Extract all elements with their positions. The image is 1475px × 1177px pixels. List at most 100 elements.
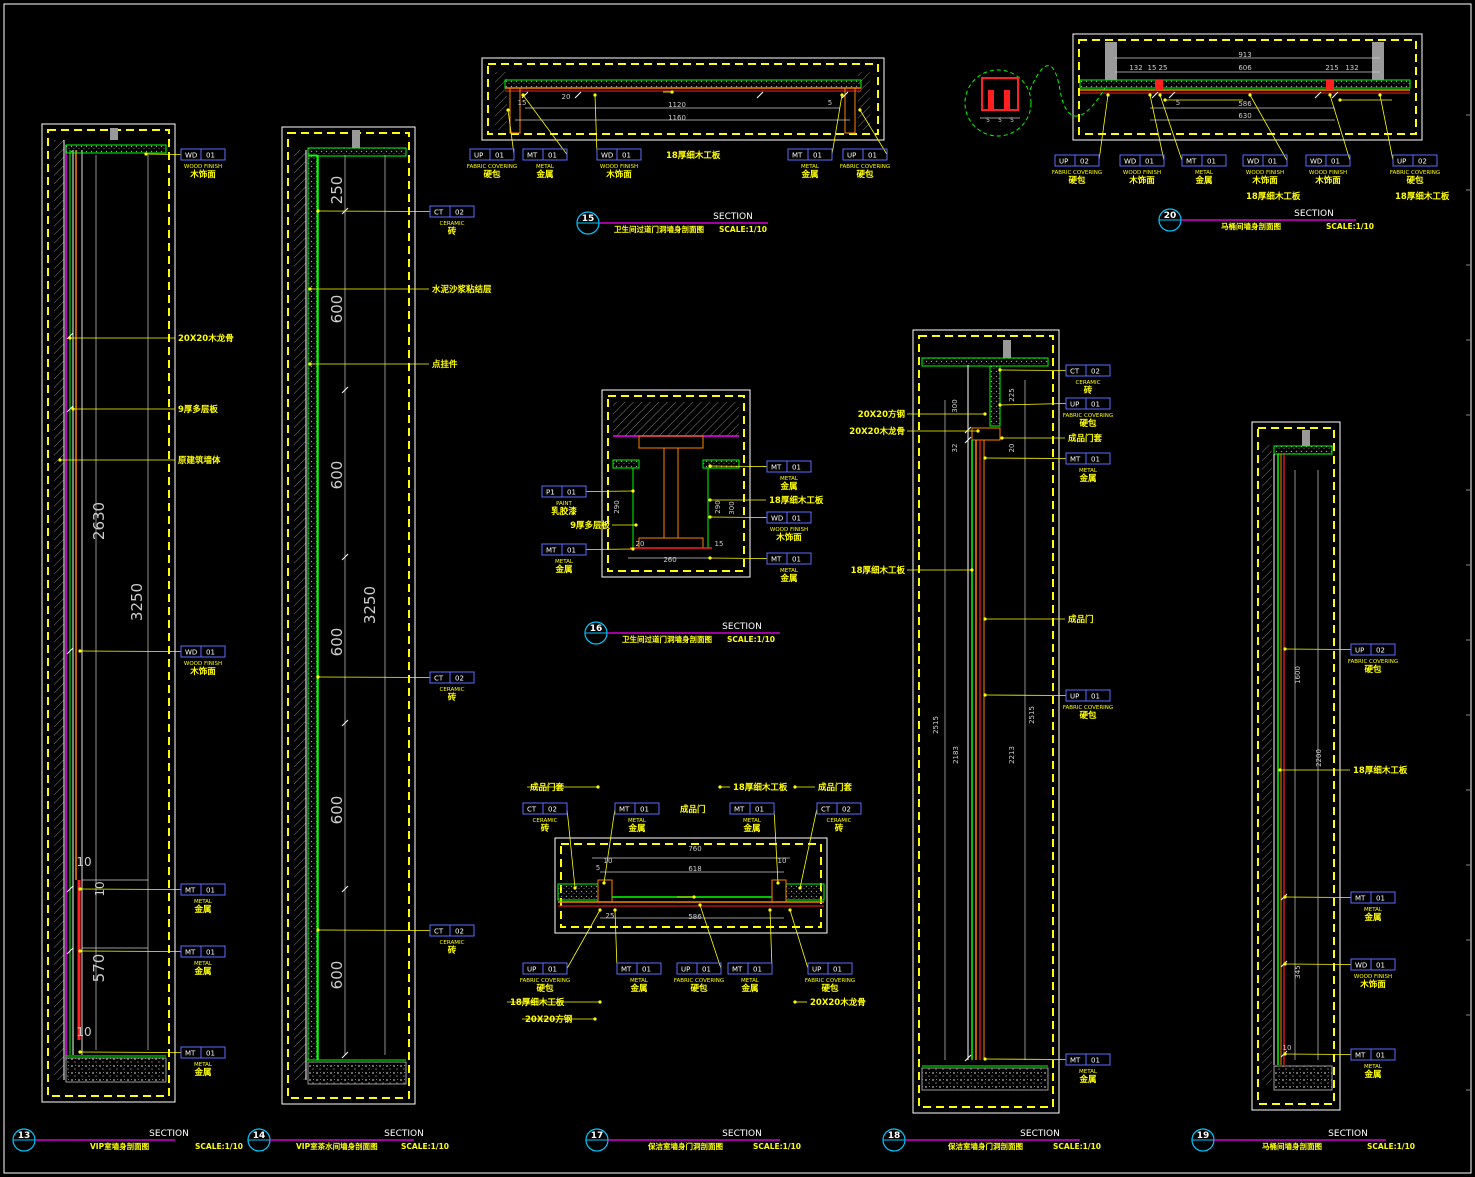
dimension-s15-0: 1120 [668, 101, 686, 109]
tag-code: MT [621, 966, 632, 974]
note-n8: 成品门 [1068, 614, 1094, 625]
dimension-s20-8: 215 [1325, 64, 1338, 72]
dimension-s17-4: 10 [778, 857, 787, 865]
sheet-ruler [1466, 114, 1471, 1091]
tag-code: UP [1059, 158, 1068, 166]
dimension-s13-4: 570 [90, 954, 108, 983]
tag-material-en: WOOD FINISH [184, 164, 222, 170]
note-n6: 18厚细木工板 [666, 150, 721, 161]
dimension-s18-7: 32 [951, 444, 959, 453]
tag-code: CT [1070, 368, 1080, 376]
tag-code: WD [771, 515, 783, 523]
tag-material-cn: 金属 [740, 983, 758, 994]
tag-number: 02 [455, 928, 464, 936]
tag-code: MT [1355, 895, 1366, 903]
dimension-s20-0: 913 [1238, 51, 1251, 59]
tag-material-en: PAINT [556, 501, 572, 507]
tag-material-cn: 金属 [554, 564, 572, 575]
dimension-s20-10: 5 [986, 117, 990, 124]
tag-material-en: CERAMIC [827, 818, 852, 824]
tag-number: 02 [1080, 158, 1089, 166]
tag-number: 01 [792, 556, 801, 564]
tag-material-cn: 硬包 [1364, 664, 1382, 675]
note-n7: 成品门套 [530, 782, 565, 793]
tag-number: 01 [1268, 158, 1277, 166]
section-16-drawing [601, 389, 751, 578]
tag-material-en: METAL [555, 559, 574, 565]
note-n1: 20X20木龙骨 [178, 333, 234, 344]
tag-number: 01 [1207, 158, 1216, 166]
note-n2: 9厚多层板 [178, 404, 218, 415]
note-n6: 18厚细木工板 [510, 997, 565, 1008]
dimension-s13-5: 10 [76, 1025, 91, 1039]
section-title: 马桶间墙身剖面图 [1262, 1141, 1322, 1151]
section-title: 卫生间过道门洞墙身剖面图 [622, 634, 712, 644]
tag-code: MT [1355, 1052, 1366, 1060]
tag-material-cn: 木饰面 [1359, 979, 1386, 990]
tag-material-en: METAL [194, 1062, 213, 1068]
tag-number: 01 [567, 489, 576, 497]
section-scale: SCALE:1/10 [753, 1142, 801, 1151]
tag-material-cn: 乳胶漆 [551, 506, 577, 517]
tag-code: UP [847, 152, 856, 160]
tag-number: 01 [755, 806, 764, 814]
tag-code: MT [546, 547, 557, 555]
tag-number: 01 [642, 966, 651, 974]
tag-material-cn: 金属 [1363, 1069, 1381, 1080]
tag-material-cn: 金属 [800, 169, 818, 180]
note-n9: 20X20方钢 [525, 1014, 573, 1025]
tag-number: 01 [548, 966, 557, 974]
tag-number: 01 [206, 1050, 215, 1058]
note-n6: 18厚细木工板 [851, 565, 906, 576]
tag-material-en: METAL [1079, 1069, 1098, 1075]
tag-material-en: WOOD FINISH [184, 661, 222, 667]
tag-code: UP [681, 966, 690, 974]
tag-number: 02 [842, 806, 851, 814]
tag-code: WD [1310, 158, 1322, 166]
tag-code: MT [185, 949, 196, 957]
tag-code: UP [812, 966, 821, 974]
tag-material-cn: 砖 [1084, 385, 1093, 396]
note-n7: 成品门套 [818, 782, 853, 793]
section-15-drawing [481, 57, 885, 141]
dimension-s16-4: 15 [715, 540, 724, 548]
note-n5: 点挂件 [432, 359, 458, 370]
section-word: SECTION [722, 1129, 762, 1139]
section-scale: SCALE:1/10 [719, 225, 767, 234]
dimension-s16-3: 300 [728, 501, 736, 514]
tag-material-cn: 砖 [541, 823, 550, 834]
tag-material-cn: 木饰面 [1128, 175, 1155, 186]
tag-material-cn: 金属 [1363, 912, 1381, 923]
tag-number: 01 [868, 152, 877, 160]
dimension-s13-2: 10 [76, 855, 91, 869]
tag-code: WD [185, 649, 197, 657]
tag-material-en: METAL [194, 961, 213, 967]
dimension-s20-2: 586 [1238, 100, 1252, 108]
tag-material-en: FABRIC COVERING [1390, 170, 1440, 176]
tag-material-en: METAL [1364, 1064, 1383, 1070]
tag-material-en: FABRIC COVERING [1348, 659, 1398, 665]
tag-material-en: WOOD FINISH [770, 527, 808, 533]
tag-material-en: METAL [743, 818, 762, 824]
dimension-s18-6: 20 [1008, 444, 1016, 453]
section-number: 14 [253, 1131, 266, 1141]
note-n7: 成品门套 [1068, 433, 1103, 444]
dimension-s20-3: 630 [1238, 112, 1251, 120]
dimension-s15-2: 15 [518, 99, 527, 107]
